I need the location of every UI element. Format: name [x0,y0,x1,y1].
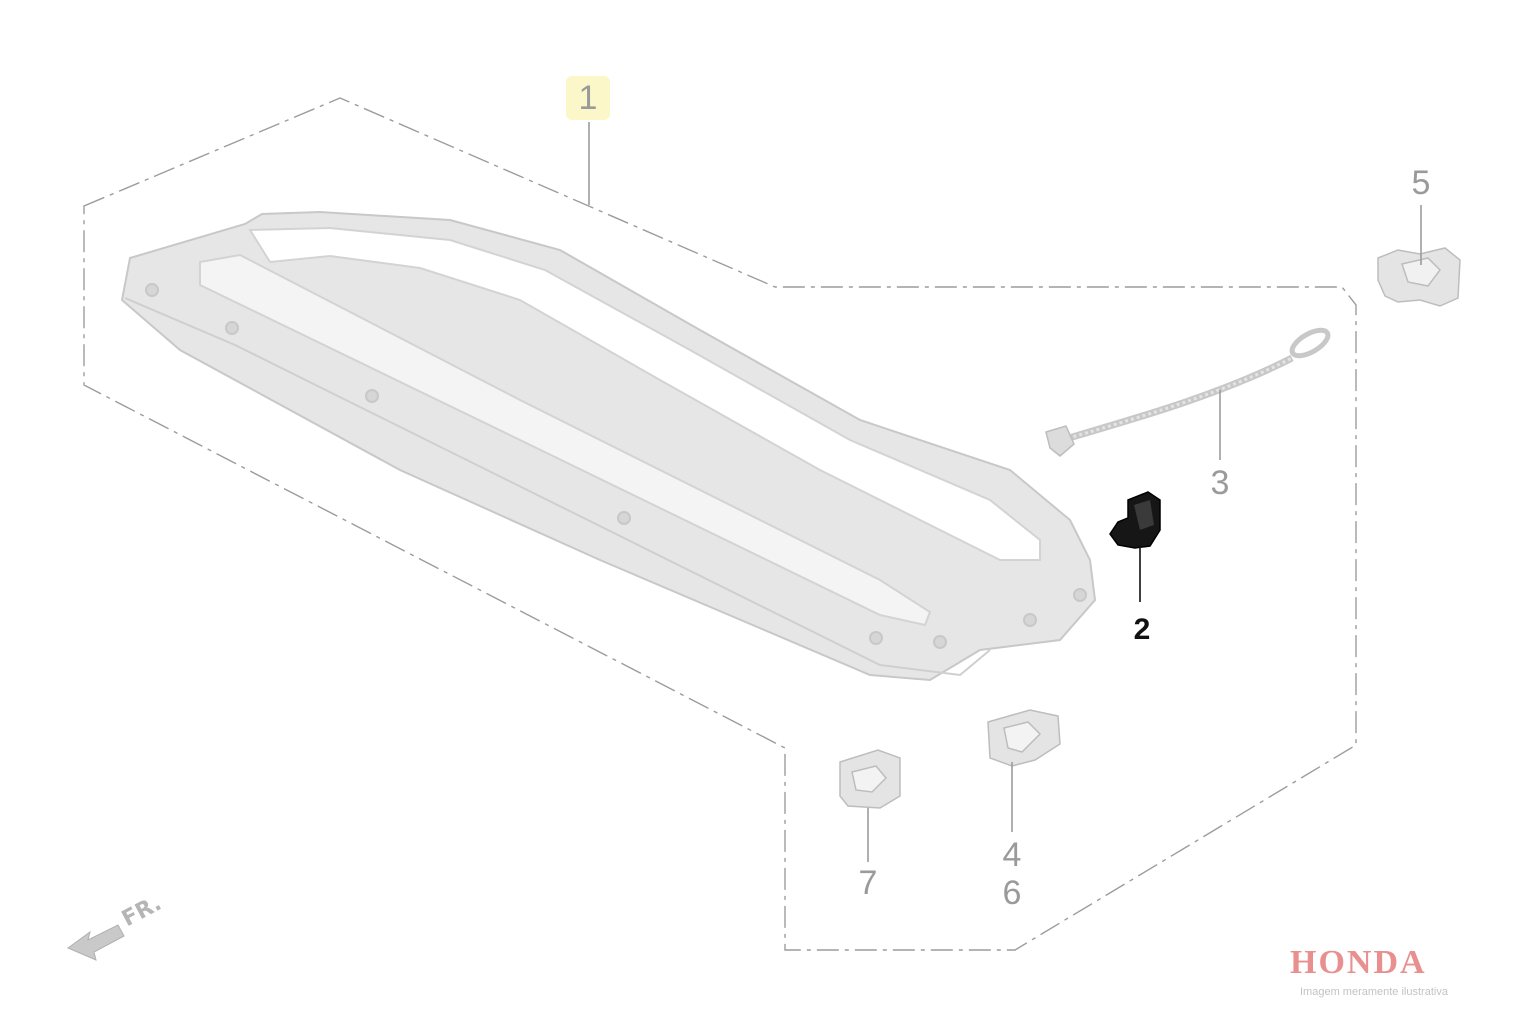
leader-lines [588,122,1422,862]
clip-part-2[interactable] [1109,491,1161,549]
block-part-7[interactable] [839,749,901,809]
arrow-front-icon [66,924,125,961]
part-callout-5[interactable]: 5 [1411,164,1431,202]
part-callout-6[interactable]: 6 [1002,874,1022,912]
part-callout-7[interactable]: 7 [858,864,878,902]
strap-part-3[interactable] [1045,325,1332,457]
disclaimer-text: Imagem meramente ilustrativa [1300,986,1448,998]
rack-frame-part-1[interactable] [120,210,1097,682]
brand-logo: HONDA [1290,944,1427,981]
part-callout-4[interactable]: 4 [1002,836,1022,874]
part-callout-3[interactable]: 3 [1210,464,1230,502]
block-part-4-6[interactable] [987,709,1061,767]
part-callout-1[interactable]: 1 [566,76,610,120]
part-callout-2[interactable]: 2 [1133,613,1151,646]
latch-part-5[interactable] [1377,247,1461,307]
